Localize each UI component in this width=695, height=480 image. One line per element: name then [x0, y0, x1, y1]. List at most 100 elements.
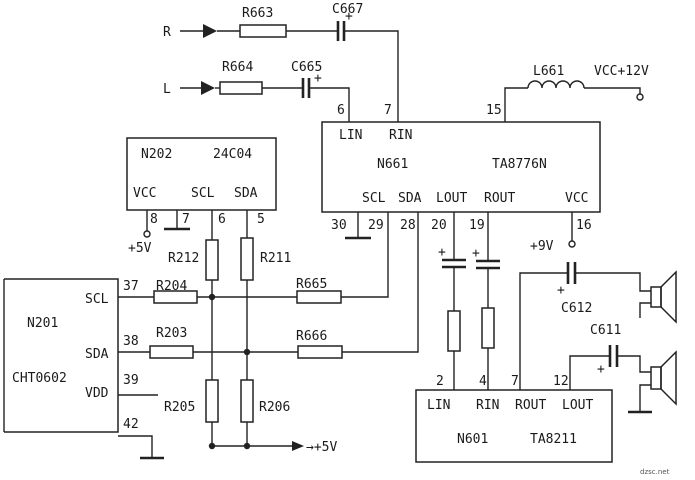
n201-pin37-number: 37: [123, 279, 139, 294]
inductor-l661-path: L661 VCC+12V: [504, 64, 649, 122]
n601-lout-label: LOUT: [562, 398, 593, 413]
capacitor-c612-plus: +: [557, 283, 565, 298]
lout-path: +: [438, 212, 466, 390]
n202-ref: N202: [141, 147, 172, 162]
watermark: dzsc.net: [640, 468, 670, 476]
right-input-arrow: [203, 24, 217, 38]
resistor-r665: [296, 290, 342, 304]
speaker-lower-icon: [650, 350, 677, 406]
left-input-label: L: [163, 82, 171, 97]
n661-pin19-number: 19: [469, 218, 485, 233]
ic-n201-body: [4, 278, 119, 433]
resistor-r663-label: R663: [242, 6, 273, 21]
right-input-label: R: [163, 25, 171, 40]
n601-lin-label: LIN: [427, 398, 450, 413]
n661-sda-label: SDA: [398, 191, 422, 206]
inductor-l661: [527, 80, 585, 89]
capacitor-c665-plus: +: [314, 71, 322, 86]
n202-pin8-number: 8: [150, 212, 158, 227]
sda-bus: R211 R206: [240, 210, 291, 450]
ic-n202-body: [126, 137, 277, 211]
n201-pin42-number: 42: [123, 417, 139, 432]
n202-pin6-number: 6: [218, 212, 226, 227]
resistor-r663: [239, 24, 287, 38]
ic-n601: 2 4 7 12 LIN RIN ROUT LOUT N601 TA8211: [415, 374, 613, 463]
n201-ground: [118, 435, 164, 460]
n661-ref: N661: [377, 157, 408, 172]
resistor-r206-label: R206: [259, 400, 290, 415]
n661-pin6-number: 6: [337, 103, 345, 118]
p5v-label: +5V: [128, 241, 152, 256]
p9v-terminal: [568, 240, 576, 248]
resistor-r206: [240, 379, 254, 423]
resistor-r203-label: R203: [156, 326, 187, 341]
scl-line: R204 R665: [118, 212, 389, 304]
n202-sda-label: SDA: [234, 186, 258, 201]
rout-speaker-path: + C612: [519, 262, 677, 390]
n661-pin7-number: 7: [384, 103, 392, 118]
rout-path: +: [472, 212, 500, 390]
p5v-bus-arrow: [292, 441, 304, 451]
resistor-r664: [219, 81, 263, 95]
lout-speaker-path: + C611: [569, 323, 677, 414]
n202-pin7-number: 7: [182, 212, 190, 227]
p5v-terminal: [143, 230, 151, 238]
resistor-r666-label: R666: [296, 329, 327, 344]
capacitor-c612-label: C612: [561, 301, 592, 316]
n661-lout-label: LOUT: [436, 191, 467, 206]
resistor-r666: [297, 345, 343, 359]
p9v-label: +9V: [530, 239, 554, 254]
capacitor-c667-plus: +: [345, 9, 353, 24]
n601-pin12-number: 12: [553, 374, 569, 389]
left-input-path: L R664 + C665: [163, 60, 350, 122]
resistor-r203: [149, 345, 194, 359]
rout-resistor: [481, 307, 495, 349]
n601-pin7-number: 7: [511, 374, 519, 389]
ic-n661: 6 7 15 LIN RIN N661 TA8776N SCL SDA LOUT…: [321, 103, 601, 233]
n661-pin29-number: 29: [368, 218, 384, 233]
n202-vcc-path: +5V: [128, 210, 152, 256]
n601-pin4-number: 4: [479, 374, 487, 389]
vcc12-label: VCC+12V: [594, 64, 649, 79]
capacitor-c611-plus: +: [597, 362, 605, 377]
n201-pin39-number: 39: [123, 373, 139, 388]
n201-sda-label: SDA: [85, 347, 109, 362]
n601-rin-label: RIN: [476, 398, 499, 413]
n601-part: TA8211: [530, 432, 577, 447]
n201-vdd-label: VDD: [85, 386, 109, 401]
n661-part: TA8776N: [492, 157, 547, 172]
resistor-r205-label: R205: [164, 400, 195, 415]
left-input-arrow: [201, 81, 215, 95]
n661-pin28-number: 28: [400, 218, 416, 233]
resistor-r212: [205, 239, 219, 281]
n661-vcc-path: +9V: [530, 212, 576, 254]
sda-line: R203 R666: [118, 212, 419, 359]
n601-ref: N601: [457, 432, 488, 447]
capacitor-c667-label: C667: [332, 2, 363, 17]
n661-scl-label: SCL: [362, 191, 386, 206]
n202-ground: [164, 210, 190, 231]
ic-n601-body: [415, 389, 613, 463]
ic-n202: N202 24C04 VCC SCL SDA 8 7 6 5: [126, 137, 277, 227]
resistor-r205: [205, 379, 219, 423]
capacitor-c665-label: C665: [291, 60, 322, 75]
lout-cap-plus: +: [438, 245, 446, 260]
n601-rout-label: ROUT: [515, 398, 546, 413]
n661-lin-label: LIN: [339, 128, 362, 143]
n661-pin20-number: 20: [431, 218, 447, 233]
p5v-bus-label: →+5V: [306, 440, 337, 455]
resistor-r211: [240, 237, 254, 281]
vcc12-terminal: [636, 93, 644, 101]
n201-pin38-number: 38: [123, 334, 139, 349]
right-input-path: R R663 + C667: [163, 2, 399, 122]
inductor-l661-label: L661: [533, 64, 564, 79]
n661-rout-label: ROUT: [484, 191, 515, 206]
n202-scl-label: SCL: [191, 186, 215, 201]
n661-vcc-label: VCC: [565, 191, 588, 206]
n661-pin30-number: 30: [331, 218, 347, 233]
resistor-r212-label: R212: [168, 251, 199, 266]
n202-part: 24C04: [213, 147, 252, 162]
ic-n661-body: [321, 121, 601, 213]
n661-rin-label: RIN: [389, 128, 412, 143]
